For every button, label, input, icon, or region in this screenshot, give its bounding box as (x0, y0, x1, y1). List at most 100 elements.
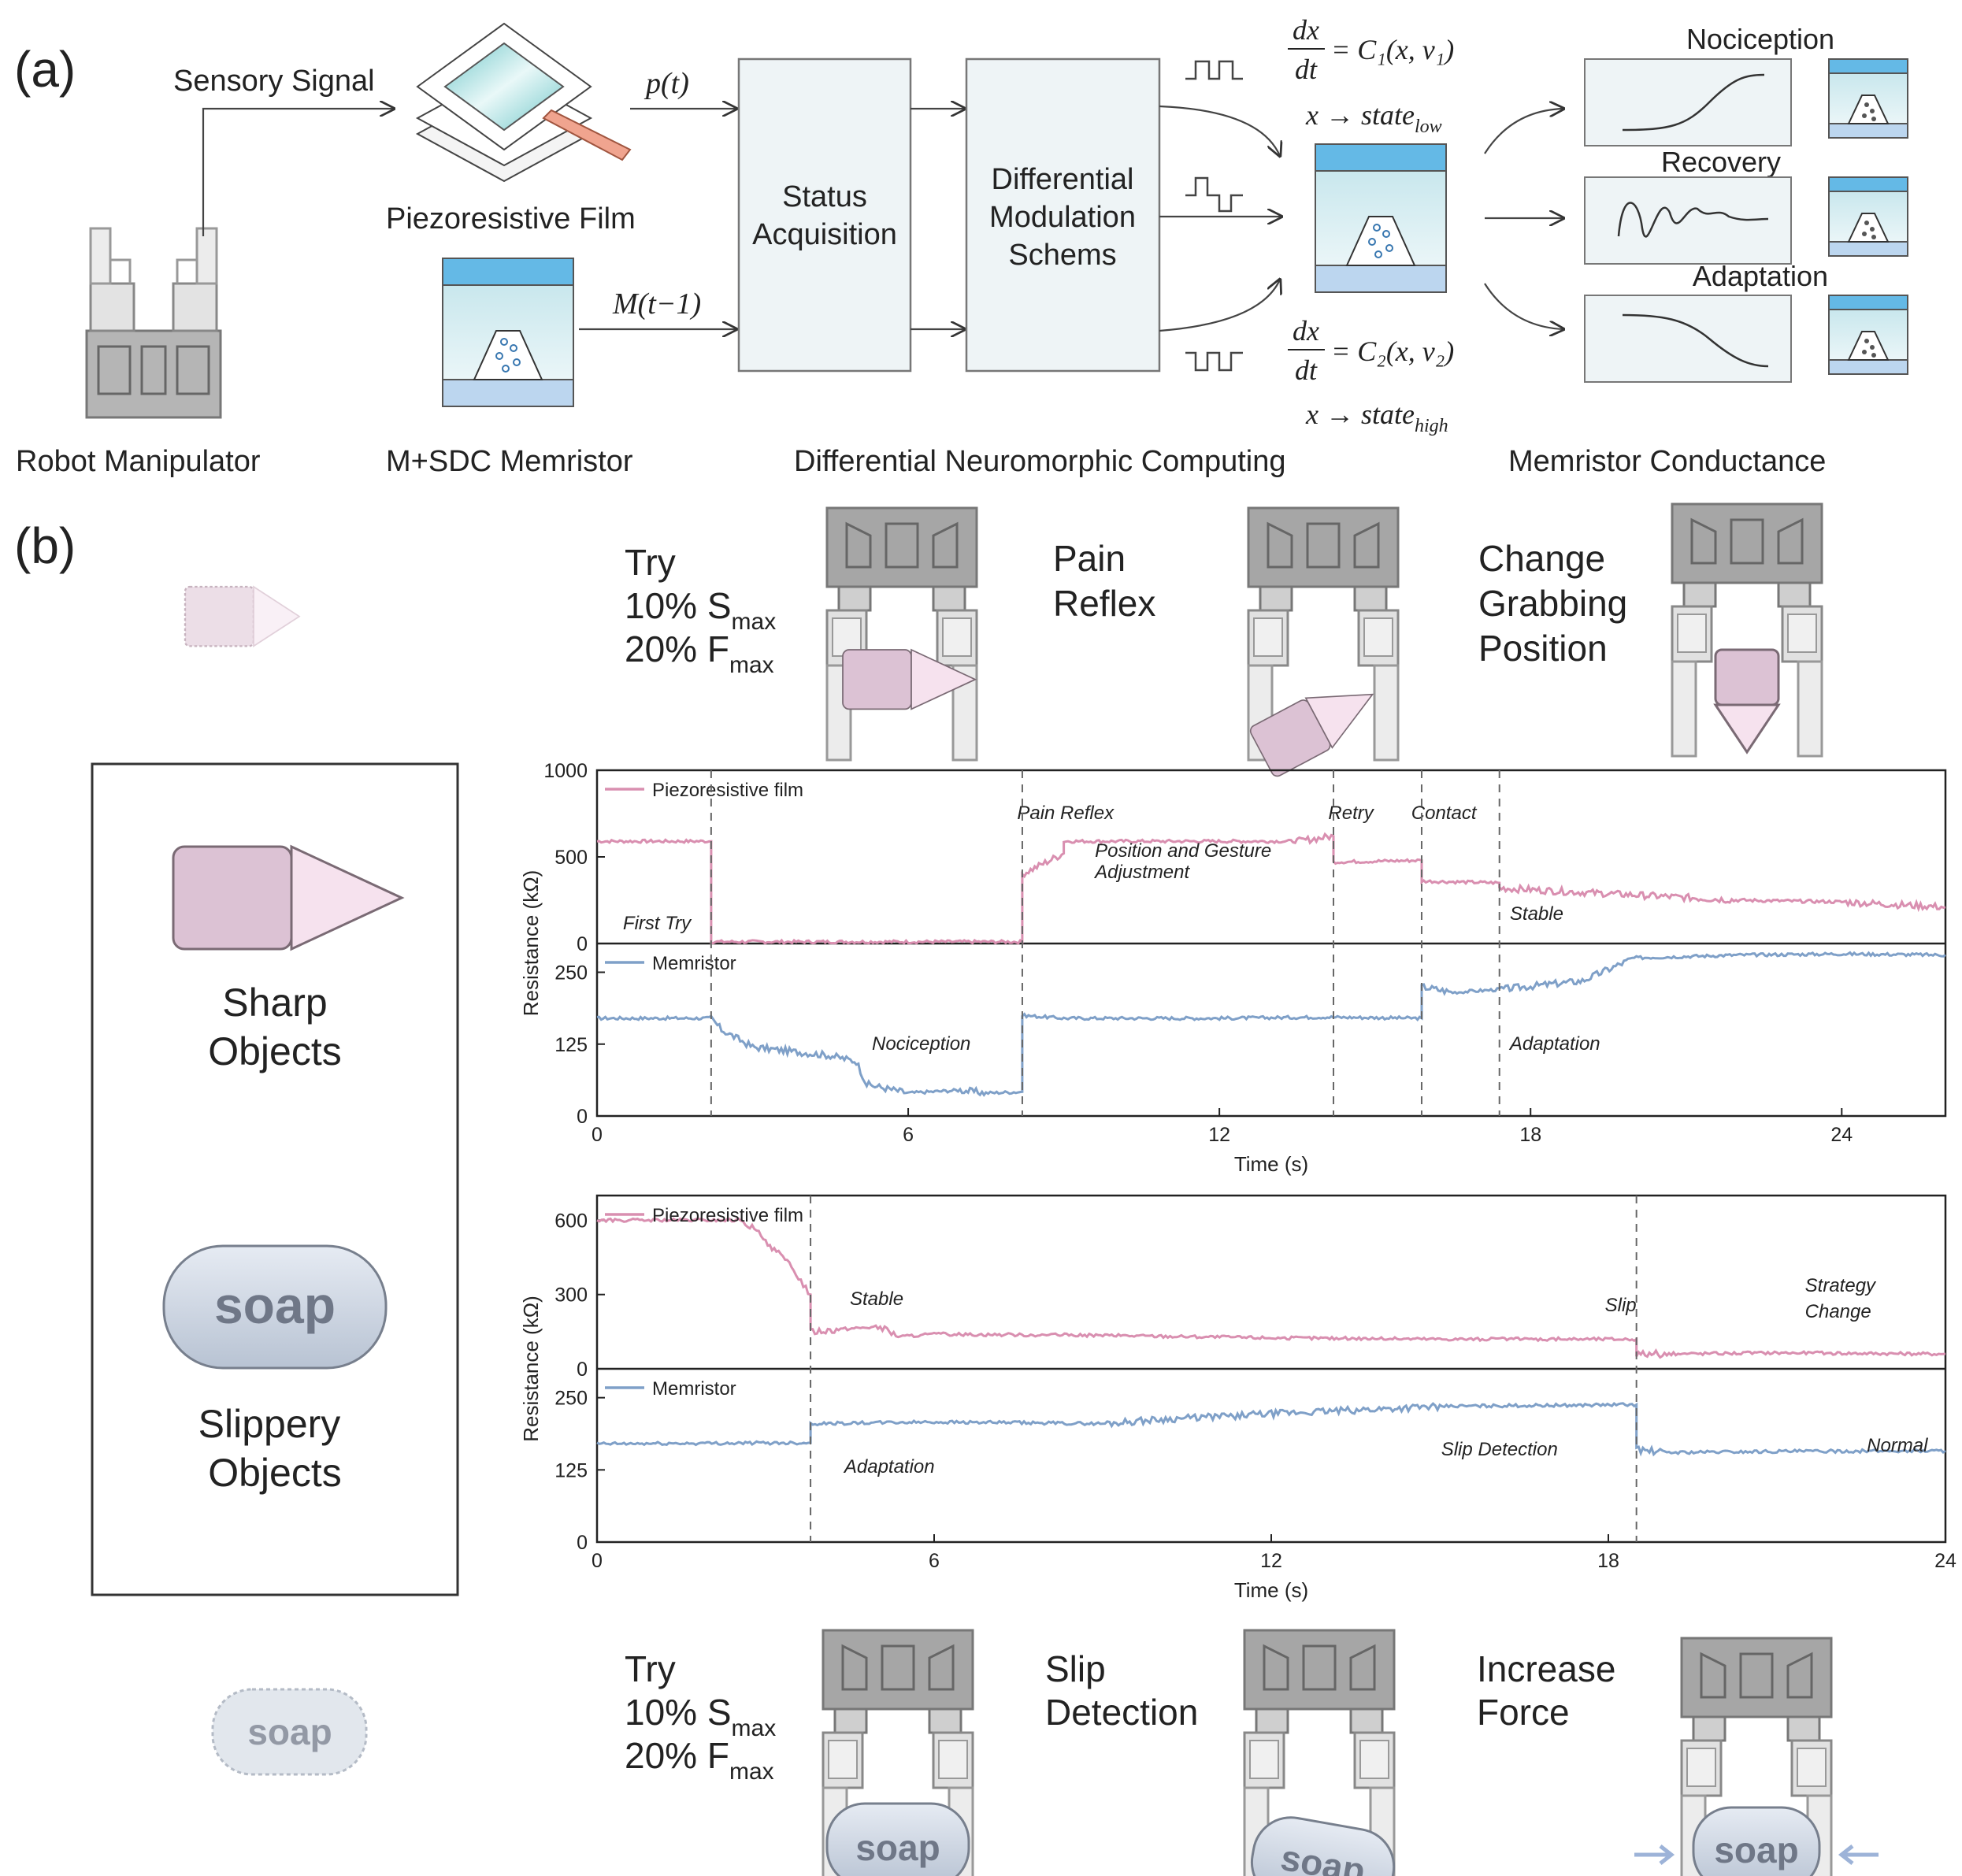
adaptation-memristor-icon (1828, 295, 1908, 375)
arrow-mod-to-memristor-bottom (1159, 280, 1280, 332)
annotation: Retry (1328, 803, 1374, 824)
y-tick-label: 0 (577, 1532, 588, 1554)
step-pain-line2: Reflex (1053, 583, 1155, 624)
step-try-top-line3: 20% Fmax (625, 628, 774, 678)
y-axis-label: Resistance (kΩ) (519, 1296, 543, 1442)
differential-modulation-box (965, 57, 1161, 373)
status-acquisition-line2: Acquisition (752, 218, 897, 251)
arrow-mod-to-memristor-top (1159, 105, 1280, 156)
annotation: Pain Reflex (1017, 803, 1115, 824)
sharp-object-icon (172, 845, 403, 951)
pulse-train-middle-icon (1185, 176, 1243, 213)
gripper-try-sharp-icon (825, 506, 978, 762)
robot-manipulator-icon (85, 227, 222, 419)
x-tick-label: 12 (1260, 1550, 1282, 1572)
diff-mod-line3: Schems (1008, 239, 1116, 272)
x-tick-label: 0 (592, 1550, 603, 1572)
eq2-dx: dx (1293, 315, 1319, 347)
arrow-to-nociception (1484, 109, 1563, 154)
output-nociception-label: Nociception (1686, 23, 1834, 55)
gripper-try-soap-icon: soap (822, 1629, 974, 1876)
object-types-frame (91, 762, 459, 1596)
y-tick-label: 0 (577, 1106, 588, 1128)
output-adaptation-label: Adaptation (1693, 260, 1828, 292)
x-axis-label: Time (s) (1234, 1578, 1308, 1602)
annotation: Stable (1510, 903, 1563, 925)
diff-mod-line1: Differential (992, 163, 1134, 196)
step-try-top-line1: Try (625, 542, 676, 583)
y-tick-label: 250 (554, 962, 588, 984)
nociception-memristor-icon (1828, 58, 1908, 139)
center-memristor-icon (1315, 143, 1447, 293)
step-try-top-line2: 10% Smax (625, 585, 776, 635)
recovery-memristor-icon (1828, 176, 1908, 257)
y-tick-label: 125 (554, 1034, 588, 1056)
caption-robot-manipulator: Robot Manipulator (16, 445, 261, 478)
step-try-bottom: Try 10% Smax 20% Fmax (625, 1648, 776, 1785)
force-arrow-left-icon (1634, 1844, 1675, 1865)
legend-label: Memristor (652, 1378, 736, 1400)
gripper-pain-reflex-icon (1247, 506, 1400, 779)
gripper-increase-force-icon: soap (1634, 1637, 1879, 1876)
annotation: Slip Detection (1441, 1439, 1558, 1460)
output-recovery-box (1584, 176, 1792, 265)
sharp-object-faint-icon (184, 585, 301, 648)
diff-mod-line2: Modulation (989, 201, 1136, 234)
y-tick-label: 300 (554, 1285, 588, 1307)
gripper-change-position-icon (1671, 502, 1823, 758)
legend-label: Piezoresistive film (652, 1205, 803, 1226)
x-tick-label: 0 (592, 1124, 603, 1146)
equation-top: dx dt = C₁(x, v₁) x → statelow (1288, 14, 1454, 137)
soap-label-try: soap (855, 1827, 940, 1868)
arrow-to-adaptation (1484, 283, 1563, 329)
annotation: Adjustment (1093, 862, 1190, 883)
soap-faint-label: soap (247, 1711, 332, 1752)
eq2-dt: dt (1295, 354, 1318, 386)
step-change-position: Change Grabbing Position (1478, 538, 1627, 669)
x-tick-label: 6 (903, 1124, 914, 1146)
step-slip-line1: Slip (1045, 1648, 1106, 1689)
msdc-memristor-icon (442, 258, 574, 407)
annotation: Change (1805, 1301, 1871, 1322)
y-tick-label: 0 (577, 933, 588, 955)
force-arrow-right-icon (1838, 1844, 1879, 1865)
step-slip-line2: Detection (1045, 1692, 1198, 1733)
annotation: Position and Gesture (1095, 840, 1271, 862)
annotation: Adaptation (1508, 1033, 1600, 1055)
pt-label: p(t) (643, 67, 689, 100)
step-try-bottom-line3: 20% Fmax (625, 1735, 774, 1785)
annotation: Normal (1867, 1435, 1928, 1456)
x-tick-label: 6 (929, 1550, 940, 1572)
series-line-memristor (596, 951, 1946, 1097)
x-tick-label: 24 (1830, 1124, 1853, 1146)
annotation: First Try (623, 913, 692, 934)
eq1-dt: dt (1295, 54, 1318, 85)
equation-bottom: dx dt = C₂(x, v₂) x → statehigh (1288, 315, 1454, 436)
step-increase-force: Increase Force (1477, 1648, 1615, 1733)
sharp-objects-line1: Sharp (222, 981, 327, 1025)
y-tick-label: 1000 (543, 760, 588, 782)
output-nociception-box (1584, 58, 1792, 146)
gripper-slip-detection-icon: soap (1243, 1629, 1396, 1876)
y-tick-label: 250 (554, 1388, 588, 1410)
legend-label: Memristor (652, 953, 736, 974)
step-change-line1: Change (1478, 538, 1605, 579)
x-axis-label: Time (s) (1234, 1152, 1308, 1176)
caption-piezoresistive-film: Piezoresistive Film (386, 202, 636, 235)
piezoresistive-film-icon (415, 22, 632, 183)
y-tick-label: 500 (554, 847, 588, 869)
panel-b-label: (b) (14, 517, 76, 574)
nociception-curve (1622, 73, 1765, 132)
eq2-rhs: = C₂(x, v₂) (1331, 336, 1454, 367)
slippery-objects-line2: Objects (208, 1451, 342, 1495)
legend-label: Piezoresistive film (652, 780, 803, 801)
mt-label: M(t−1) (612, 287, 701, 321)
soap-icon: soap (162, 1244, 388, 1370)
x-tick-label: 18 (1519, 1124, 1541, 1146)
annotation: Stable (850, 1288, 903, 1310)
output-adaptation-box (1584, 295, 1792, 383)
